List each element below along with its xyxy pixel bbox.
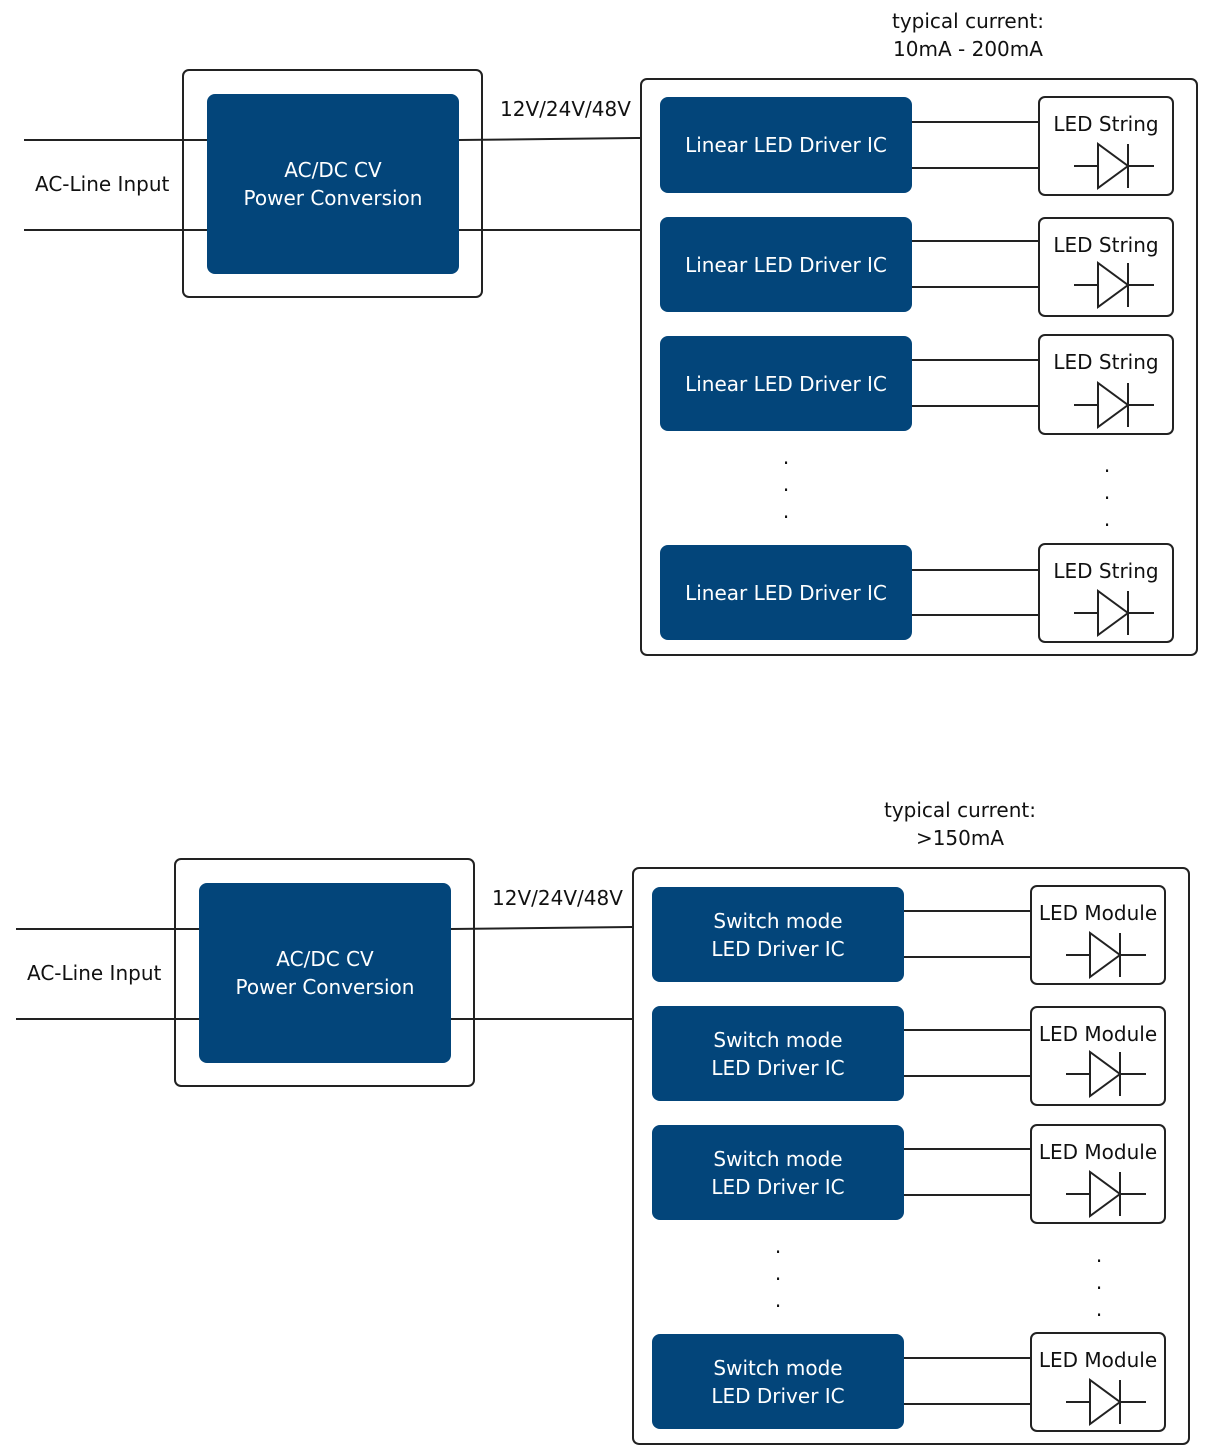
led-string-box: LED String (1038, 96, 1174, 196)
driver-label: Linear LED Driver IC (685, 580, 887, 605)
led-module-label: LED Module (1038, 1022, 1158, 1046)
led-string-box: LED String (1038, 217, 1174, 317)
diode-icon (1074, 381, 1154, 429)
led-module-box: LED Module (1030, 1124, 1166, 1224)
converter-enclosure (174, 858, 475, 1087)
diode-icon (1066, 1170, 1146, 1218)
led-module-box: LED Module (1030, 1006, 1166, 1106)
led-string-box: LED String (1038, 334, 1174, 435)
driver-panel (640, 78, 1198, 656)
led-module-box: LED Module (1030, 885, 1166, 985)
acdc-converter-block: AC/DC CV Power Conversion (199, 883, 451, 1063)
diode-icon (1066, 1050, 1146, 1098)
acdc-converter-block: AC/DC CV Power Conversion (207, 94, 459, 274)
driver-block: Linear LED Driver IC (660, 217, 912, 312)
driver-label-line2: LED Driver IC (711, 1055, 845, 1080)
led-string-label: LED String (1053, 112, 1159, 136)
diode-icon (1074, 589, 1154, 637)
current-label-line2: 10mA - 200mA (893, 37, 1043, 61)
driver-ellipsis: ··· (782, 451, 790, 529)
driver-label: Linear LED Driver IC (685, 133, 887, 157)
driver-label-line1: Switch mode (713, 1355, 843, 1380)
diode-icon (1066, 931, 1146, 979)
driver-label-line2: LED Driver IC (711, 1174, 845, 1199)
led-string-label: LED String (1053, 350, 1159, 374)
converter-label-line1: AC/DC CV (276, 947, 374, 971)
voltage-label: 12V/24V/48V (500, 97, 631, 121)
driver-label-line1: Switch mode (713, 908, 843, 933)
diode-icon (1074, 142, 1154, 190)
led-module-label: LED Module (1038, 901, 1158, 925)
driver-label: Linear LED Driver IC (685, 252, 887, 277)
led-string-label: LED String (1053, 233, 1159, 257)
current-label-line1: typical current: (884, 798, 1036, 822)
driver-ellipsis: ··· (774, 1240, 782, 1318)
led-string-box: LED String (1038, 543, 1174, 643)
driver-label-line1: Switch mode (713, 1027, 843, 1052)
current-label-line1: typical current: (892, 9, 1044, 33)
diode-icon (1074, 261, 1154, 309)
current-label: typical current: >150mA (872, 796, 1048, 852)
current-label-line2: >150mA (915, 826, 1005, 850)
load-ellipsis: ··· (1095, 1249, 1103, 1327)
led-module-label: LED Module (1038, 1348, 1158, 1372)
load-ellipsis: ··· (1103, 459, 1111, 537)
driver-label-line2: LED Driver IC (711, 1383, 845, 1408)
led-string-label: LED String (1053, 559, 1159, 583)
converter-enclosure (182, 69, 483, 298)
driver-panel (632, 867, 1190, 1445)
diode-icon (1066, 1378, 1146, 1426)
led-module-label: LED Module (1038, 1140, 1158, 1164)
driver-block: Switch mode LED Driver IC (652, 887, 904, 982)
converter-label-line2: Power Conversion (243, 186, 423, 210)
driver-label: Linear LED Driver IC (685, 371, 887, 396)
led-module-box: LED Module (1030, 1332, 1166, 1432)
driver-block: Switch mode LED Driver IC (652, 1334, 904, 1429)
driver-block: Switch mode LED Driver IC (652, 1006, 904, 1101)
ac-input-label: AC-Line Input (35, 172, 170, 196)
converter-label-line2: Power Conversion (235, 975, 415, 999)
driver-block: Switch mode LED Driver IC (652, 1125, 904, 1220)
driver-block: Linear LED Driver IC (660, 97, 912, 193)
current-label: typical current: 10mA - 200mA (880, 7, 1056, 63)
ac-input-label: AC-Line Input (27, 961, 162, 985)
converter-label-line1: AC/DC CV (284, 158, 382, 182)
voltage-label: 12V/24V/48V (492, 886, 623, 910)
driver-label-line1: Switch mode (713, 1146, 843, 1171)
driver-block: Linear LED Driver IC (660, 336, 912, 431)
driver-label-line2: LED Driver IC (711, 936, 845, 961)
driver-block: Linear LED Driver IC (660, 545, 912, 640)
